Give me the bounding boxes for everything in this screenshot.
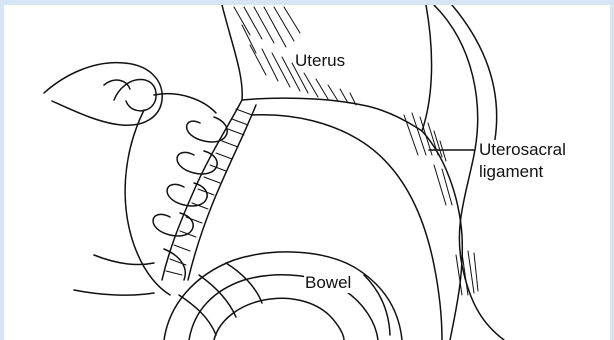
uterosacral-label-line1: Uterosacral xyxy=(478,140,567,160)
bowel-label: Bowel xyxy=(304,273,352,293)
left-band-hatching xyxy=(166,109,252,275)
uterus-label: Uterus xyxy=(294,51,346,71)
left-ligament-band xyxy=(162,100,256,280)
cul-de-sac-outline xyxy=(252,115,462,340)
left-pelvic-wall xyxy=(74,110,170,295)
bowel-loops xyxy=(164,252,402,340)
illustration-frame: Uterus Uterosacral ligament Bowel xyxy=(4,5,610,340)
uterosacral-label-line2: ligament xyxy=(478,162,544,182)
finger xyxy=(44,63,162,126)
